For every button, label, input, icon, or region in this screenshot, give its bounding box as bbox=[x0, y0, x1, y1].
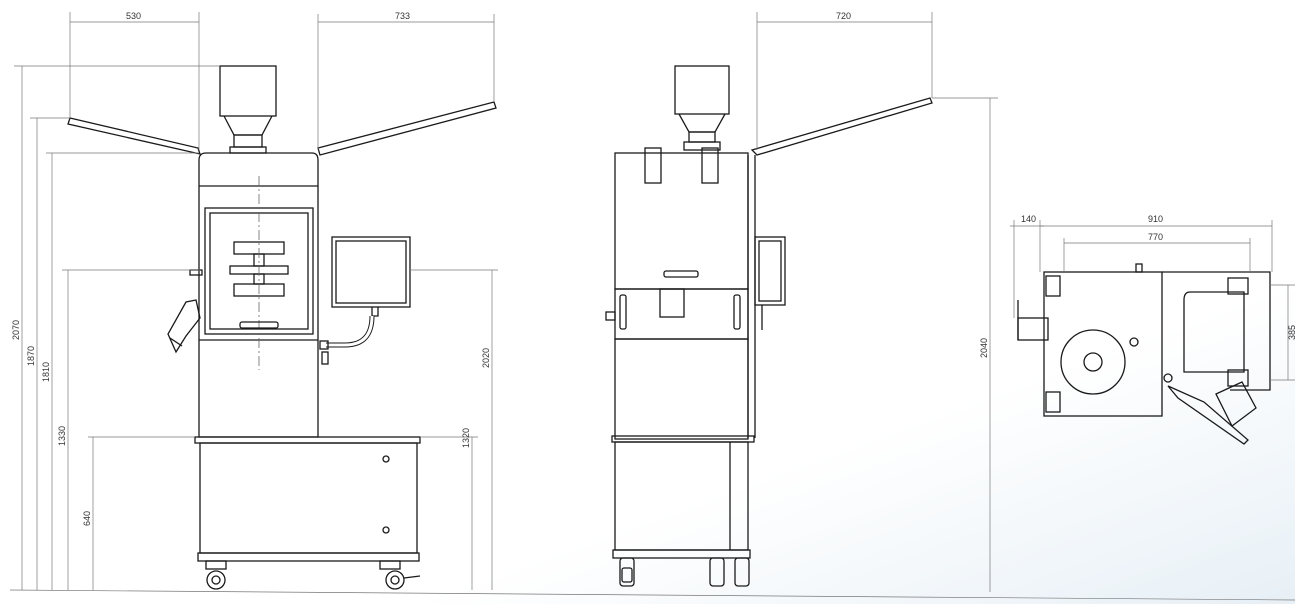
dim-top-offset: 140 bbox=[1021, 214, 1036, 224]
front-lower-cabinet bbox=[199, 442, 418, 554]
side-hopper bbox=[674, 65, 730, 115]
dim-side-wing: 720 bbox=[836, 11, 851, 21]
dim-front-height-wing: 1870 bbox=[26, 346, 36, 366]
dim-front-height-table-right: 1320 bbox=[461, 428, 471, 448]
top-view bbox=[1017, 263, 1271, 445]
dim-front-width: 530 bbox=[126, 11, 141, 21]
dim-top-height: 385 bbox=[1287, 325, 1295, 340]
front-view bbox=[67, 65, 497, 590]
top-main-body bbox=[1043, 271, 1163, 417]
top-outlet-chute bbox=[1215, 381, 1257, 427]
front-left-wing bbox=[67, 117, 201, 155]
front-upper-body bbox=[198, 152, 319, 438]
front-right-wing bbox=[317, 101, 497, 156]
front-table-plate bbox=[194, 436, 421, 444]
front-outlet-chute bbox=[167, 299, 201, 354]
dim-front-height-total: 2070 bbox=[11, 320, 21, 340]
top-turret bbox=[1060, 329, 1126, 395]
front-caster-left bbox=[206, 570, 226, 590]
side-wing bbox=[750, 97, 933, 156]
side-upper-cabinet bbox=[614, 152, 749, 290]
dim-front-height-table: 640 bbox=[82, 511, 92, 526]
dim-front-height-body: 1810 bbox=[41, 362, 51, 382]
front-hopper bbox=[219, 65, 277, 117]
side-view bbox=[605, 65, 933, 587]
side-caster-right bbox=[734, 557, 750, 587]
dim-front-height-handle: 1330 bbox=[57, 426, 67, 446]
side-caster-left bbox=[619, 557, 635, 587]
dim-top-width-inner: 770 bbox=[1148, 232, 1163, 242]
dim-front-height-screen: 2020 bbox=[481, 348, 491, 368]
dim-side-height: 2040 bbox=[979, 338, 989, 358]
dim-top-width-total: 910 bbox=[1148, 214, 1163, 224]
front-caster-right bbox=[385, 570, 405, 590]
dim-front-wing: 733 bbox=[395, 11, 410, 21]
front-touch-screen bbox=[331, 236, 411, 308]
